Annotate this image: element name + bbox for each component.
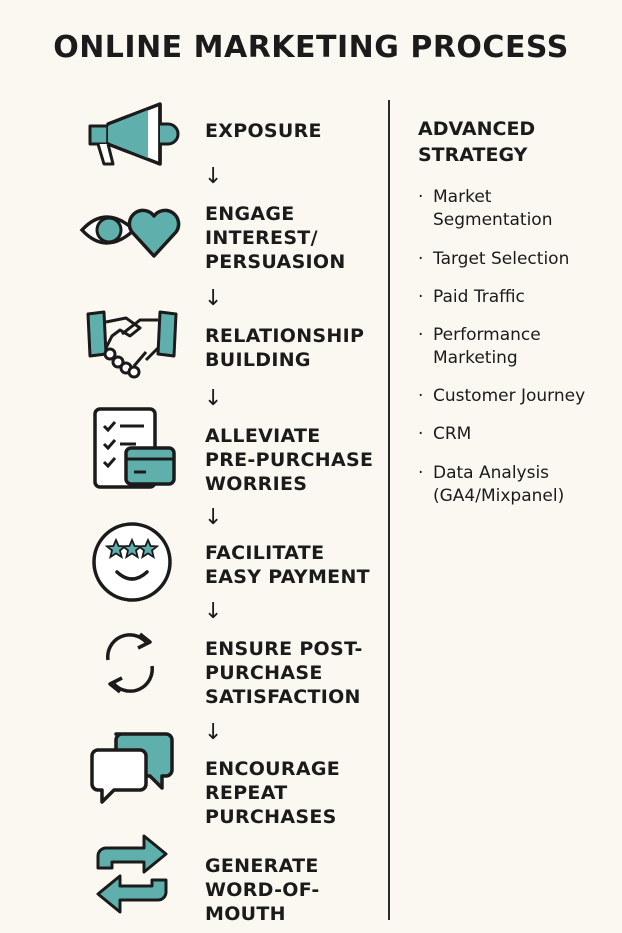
- list-item-text: CRM: [433, 424, 472, 444]
- refresh-cycle-icon: [106, 632, 154, 694]
- megaphone-icon: [88, 102, 180, 166]
- down-arrow-icon: ↓: [204, 386, 223, 411]
- advanced-strategy-heading: ADVANCED STRATEGY: [418, 116, 535, 168]
- chat-bubbles-icon: [90, 732, 174, 804]
- step-label: RELATIONSHIP: [205, 325, 365, 347]
- step-facilitate-payment: FACILITATE EASY PAYMENT: [205, 541, 370, 589]
- page-title: ONLINE MARKETING PROCESS: [53, 30, 569, 65]
- eye-heart-icon: [79, 208, 181, 258]
- step-label: GENERATE: [205, 855, 319, 877]
- heading-line: STRATEGY: [418, 144, 528, 166]
- down-arrow-icon: ↓: [204, 164, 223, 189]
- step-word-of-mouth: GENERATE WORD-OF- MOUTH: [205, 854, 320, 926]
- step-label: ENSURE POST-: [205, 638, 363, 660]
- star-smiley-icon: [92, 522, 172, 602]
- bullet-icon: ·: [418, 325, 424, 345]
- step-relationship-building: RELATIONSHIP BUILDING: [205, 324, 364, 372]
- list-item-text: Segmentation: [433, 210, 553, 230]
- list-item-text: Performance: [433, 325, 541, 345]
- down-arrow-icon: ↓: [204, 720, 223, 745]
- handshake-icon: [86, 310, 178, 379]
- step-repeat-purchases: ENCOURAGE REPEAT PURCHASES: [205, 757, 340, 829]
- step-label: PURCHASE: [205, 662, 323, 684]
- column-divider: [388, 100, 390, 920]
- list-item-text: (GA4/Mixpanel): [433, 486, 565, 506]
- down-arrow-icon: ↓: [204, 599, 223, 624]
- share-arrows-icon: [96, 834, 168, 914]
- step-label: PURCHASES: [205, 806, 337, 828]
- bullet-icon: ·: [418, 249, 424, 269]
- bullet-icon: ·: [418, 463, 424, 483]
- list-item-text: Market: [433, 187, 492, 207]
- step-label: FACILITATE: [205, 542, 325, 564]
- down-arrow-icon: ↓: [204, 286, 223, 311]
- step-label: REPEAT: [205, 782, 288, 804]
- step-label: ALLEVIATE: [205, 425, 321, 447]
- step-exposure: EXPOSURE: [205, 119, 322, 143]
- bullet-icon: ·: [418, 424, 424, 444]
- list-item-text: Marketing: [433, 348, 518, 368]
- step-label: ENCOURAGE: [205, 758, 341, 780]
- step-label: PERSUASION: [205, 251, 346, 273]
- step-label: EXPOSURE: [205, 120, 322, 142]
- list-item-text: Customer Journey: [433, 386, 586, 406]
- step-label: MOUTH: [205, 903, 286, 925]
- bullet-icon: ·: [418, 386, 424, 406]
- step-post-purchase-satisfaction: ENSURE POST- PURCHASE SATISFACTION: [205, 637, 363, 709]
- step-label: EASY PAYMENT: [205, 566, 370, 588]
- step-label: BUILDING: [205, 349, 311, 371]
- checklist-card-icon: [93, 407, 176, 489]
- bullet-icon: ·: [418, 287, 424, 307]
- list-item-text: Data Analysis: [433, 463, 550, 483]
- down-arrow-icon: ↓: [204, 505, 223, 530]
- step-label: WORD-OF-: [205, 879, 320, 901]
- list-item-text: Paid Traffic: [433, 287, 525, 307]
- step-label: SATISFACTION: [205, 686, 361, 708]
- step-label: WORRIES: [205, 473, 308, 495]
- step-label: PRE-PURCHASE: [205, 449, 374, 471]
- heading-line: ADVANCED: [418, 118, 536, 140]
- step-label: INTEREST/: [205, 227, 318, 249]
- step-engage-interest: ENGAGE INTEREST/ PERSUASION: [205, 202, 346, 274]
- bullet-icon: ·: [418, 187, 424, 207]
- step-label: ENGAGE: [205, 203, 295, 225]
- list-item-text: Target Selection: [433, 249, 570, 269]
- step-alleviate-worries: ALLEVIATE PRE-PURCHASE WORRIES: [205, 424, 373, 496]
